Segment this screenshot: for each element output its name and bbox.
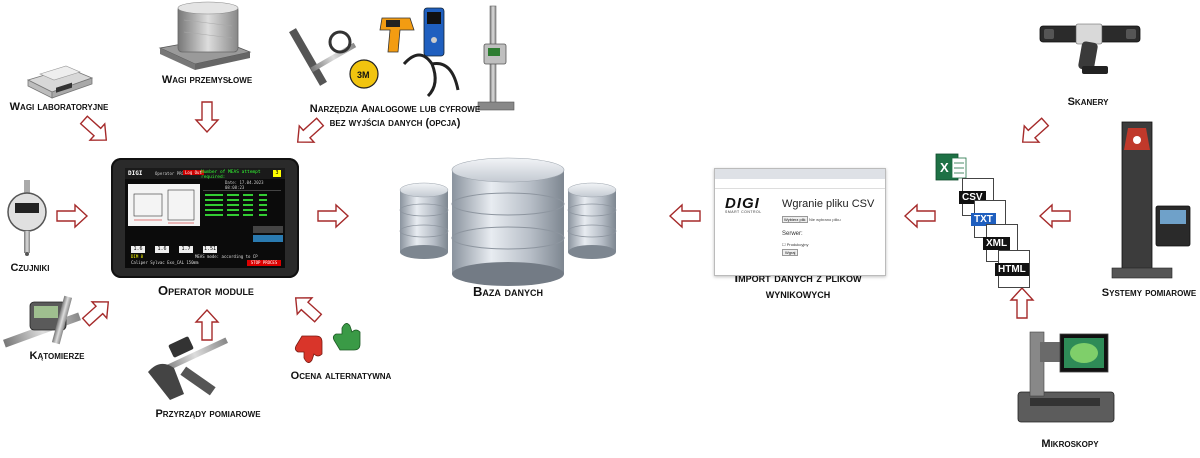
label-czujniki: Czujniki (10, 262, 50, 274)
html-label: HTML (995, 263, 1029, 276)
arrow-czujniki (56, 203, 89, 229)
microscope-image (1017, 331, 1115, 423)
browser-tabbar (715, 169, 885, 179)
label-skanery: Skanery (1067, 96, 1109, 108)
label-narzedzia-line1: Narzędzia Analogowe lub cyfrowe (309, 103, 481, 115)
label-systemy-pomiarowe: Systemy pomiarowe (1101, 287, 1197, 299)
measuring-system-image (1111, 121, 1191, 279)
arrow-files-to-import (903, 203, 936, 229)
tablet-topbar: DIGI Operator PRO2023 Log Out Number of … (125, 168, 285, 180)
svg-text:3M: 3M (357, 70, 370, 80)
tablet-drawing (128, 184, 200, 226)
excel-icon (935, 153, 967, 181)
operator-tablet: DIGI Operator PRO2023 Log Out Number of … (111, 158, 299, 278)
browser-page-title: Wgranie pliku CSV (782, 198, 875, 210)
industrial-scale-image (158, 1, 252, 70)
server-checkbox[interactable]: ☐ Produkcyjny (782, 242, 809, 247)
measuring-tools-image (148, 336, 228, 400)
protractor-image (3, 295, 81, 348)
tablet-logout-button[interactable]: Log Out (183, 170, 204, 175)
excel-letter: X (940, 160, 949, 175)
arrow-wagi-przem (194, 101, 220, 134)
tablet-stop-button[interactable]: STOP PROCES (247, 260, 281, 266)
indicator-image (7, 180, 47, 256)
arrow-katomierze (81, 301, 110, 327)
tablet-value-4: 1.51 (203, 246, 217, 253)
tablet-side-button-1[interactable] (253, 226, 283, 233)
choose-file-button[interactable]: Wybierz plik (782, 216, 808, 223)
technical-drawing-icon (133, 189, 195, 224)
tablet-meas-mode: MEAS mode: according to CP (195, 254, 258, 259)
label-baza-danych: Baza danych (473, 284, 543, 299)
browser-logo: DIGI (725, 195, 760, 212)
tablet-caliper: Caliper Sylvac Exo_CAL 150mm (131, 260, 199, 265)
arrow-systemy (1038, 203, 1071, 229)
tools-image: 3M (289, 5, 515, 111)
label-ocena-alternatywna: Ocena alternatywna (290, 370, 392, 382)
arrow-narzedzia (296, 117, 325, 143)
tablet-dim: DIM 8 (131, 254, 144, 259)
tablet-logo: DIGI (128, 170, 143, 177)
database-image (399, 157, 617, 286)
tablet-side-button-2[interactable] (253, 235, 283, 242)
label-narzedzia-line2: bez wyjścia danych (opcja) (329, 117, 461, 129)
tablet-value-1: 1.6 (131, 246, 145, 253)
scanner-image (1039, 23, 1141, 74)
label-wagi-laboratoryjne: Wagi laboratoryjne (9, 101, 109, 113)
results-table-icon (203, 190, 281, 216)
tablet-results-table (203, 186, 283, 224)
thumbs-image (294, 323, 361, 363)
arrow-skanery (1021, 117, 1050, 143)
tablet-value-3: 1.7 (179, 246, 193, 253)
upload-button[interactable]: Wgraj (782, 249, 799, 256)
arrow-wagi-lab (79, 115, 108, 141)
file-status-text: Nie wybrano pliku (809, 217, 841, 222)
label-mikroskopy: Mikroskopy (1041, 438, 1099, 450)
xml-label: XML (983, 237, 1011, 250)
browser-address-bar[interactable] (715, 179, 885, 189)
arrows (56, 101, 1071, 341)
thumb-up-icon (332, 323, 361, 351)
import-browser-window: DIGI SMART CONTROL Wgranie pliku CSV Wyb… (714, 168, 886, 276)
tablet-date: Date: 17.04.2023 08:08:23 (225, 180, 264, 190)
arrow-mikroskopy (1009, 286, 1035, 319)
label-katomierze: Kątomierze (29, 350, 85, 362)
html-file-icon: HTML (995, 250, 1030, 288)
tablet-measurement-text: Number of MEAS attempt required: (201, 170, 261, 180)
tablet-operator: Operator PRO2023 (155, 171, 194, 176)
tablet-screen: DIGI Operator PRO2023 Log Out Number of … (125, 168, 285, 268)
arrow-przyrzady (194, 308, 220, 341)
label-import-line2: wynikowych (765, 286, 831, 301)
label-operator-module: Operator module (158, 283, 254, 298)
thumb-down-icon (294, 335, 323, 363)
label-wagi-przemyslowe: Wagi przemysłowe (161, 74, 253, 86)
txt-label: TXT (971, 213, 996, 226)
arrow-import-to-baza (668, 203, 701, 229)
tablet-value-2: 1.6 (155, 246, 169, 253)
label-przyrzady-pomiarowe: Przyrządy pomiarowe (155, 408, 261, 420)
lab-scale-image (26, 65, 94, 99)
server-label: Serwer: (782, 231, 803, 237)
server-checkbox-label: Produkcyjny (786, 242, 809, 247)
browser-logo-sub: SMART CONTROL (725, 210, 762, 214)
arrow-to-baza (317, 203, 350, 229)
tablet-count-badge: 3 (273, 170, 281, 177)
arrow-ocena (294, 297, 323, 323)
